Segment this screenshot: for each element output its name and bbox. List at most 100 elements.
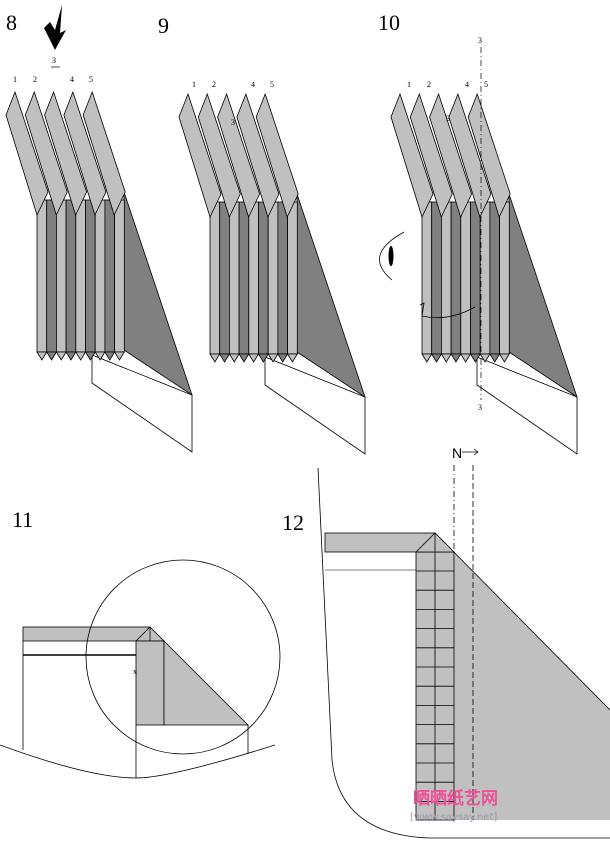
pleat-strip bbox=[56, 199, 67, 353]
base-panel bbox=[476, 356, 578, 455]
pleat-edge bbox=[228, 353, 240, 363]
pleat-strip bbox=[104, 199, 116, 353]
arrow-right-icon bbox=[462, 448, 479, 456]
pleat-label: 5 bbox=[89, 75, 93, 84]
arrow-label: 3 bbox=[52, 56, 56, 65]
pleat-label: 2 bbox=[427, 80, 431, 89]
step-number-11: 11 bbox=[12, 507, 33, 532]
pleat-flap bbox=[429, 92, 473, 219]
pleat-strip bbox=[267, 201, 279, 355]
pleat-strip bbox=[114, 199, 125, 353]
pleat-flap bbox=[236, 92, 280, 219]
turn-symbol: N bbox=[452, 445, 462, 461]
pleat-strip bbox=[36, 199, 48, 353]
pleat-strip bbox=[460, 201, 471, 355]
pleat-strip bbox=[248, 201, 259, 355]
pleat-edge bbox=[113, 351, 126, 361]
inner-pleat-label: 3 bbox=[231, 118, 235, 127]
pleat-strip bbox=[65, 199, 77, 353]
reference-mark: x bbox=[133, 667, 137, 676]
pleat-edge bbox=[218, 353, 231, 363]
pleat-edge bbox=[489, 353, 501, 363]
pleat-flap bbox=[24, 90, 68, 217]
pleat-strip bbox=[287, 201, 298, 355]
pleat-strip bbox=[238, 201, 250, 355]
pleat-strip bbox=[431, 201, 442, 355]
turn-over-arrow-icon bbox=[419, 302, 476, 319]
pleat-edge bbox=[55, 351, 67, 361]
pleat-strip bbox=[209, 201, 221, 355]
step-11 bbox=[0, 559, 281, 779]
pleat-edge bbox=[440, 353, 452, 363]
axis-label-bottom: 3 bbox=[478, 403, 482, 412]
pleat-label: 5 bbox=[484, 80, 488, 89]
pleat-edge bbox=[75, 351, 87, 361]
pleat-edge bbox=[479, 353, 491, 363]
base-panel bbox=[264, 356, 366, 455]
pleat-edge bbox=[498, 353, 511, 363]
pleat-strip bbox=[85, 199, 96, 353]
pleat-strip bbox=[94, 199, 106, 353]
pleat-label: 2 bbox=[33, 75, 37, 84]
step-10 bbox=[390, 92, 578, 455]
pleat-edge bbox=[421, 353, 433, 363]
push-arrow-icon bbox=[44, 5, 66, 50]
pleat-strip bbox=[258, 201, 269, 355]
pleat-label: 1 bbox=[192, 80, 196, 89]
pleat-strip bbox=[219, 201, 230, 355]
pleat-edge bbox=[267, 353, 279, 363]
pleat-edge bbox=[286, 353, 299, 363]
step-number-12: 12 bbox=[282, 510, 304, 535]
pleat-edge bbox=[84, 351, 96, 361]
pleat-flap bbox=[5, 90, 49, 217]
pleat-strip bbox=[499, 201, 510, 355]
step-number-10: 10 bbox=[378, 10, 400, 35]
watermark-url: [www.saysay.net] bbox=[410, 812, 497, 823]
pleat-flap bbox=[44, 90, 88, 217]
step-9 bbox=[178, 92, 366, 455]
tail-panel bbox=[296, 193, 366, 398]
pleat-flap bbox=[467, 92, 511, 219]
pleat-flap bbox=[178, 92, 222, 219]
pleat-strip bbox=[479, 201, 491, 355]
pleat-label: 4 bbox=[251, 80, 255, 89]
tail-panel bbox=[123, 191, 193, 396]
pleat-label: 4 bbox=[70, 75, 74, 84]
base-panel bbox=[91, 354, 193, 453]
pleat-label: 1 bbox=[407, 80, 411, 89]
pleat-edge bbox=[430, 353, 443, 363]
pleat-strip bbox=[75, 199, 86, 353]
pleat-edge bbox=[248, 353, 260, 363]
pleat-label: 4 bbox=[465, 80, 469, 89]
pleat-label: 5 bbox=[270, 80, 274, 89]
pleat-strip bbox=[46, 199, 57, 353]
pleat-edge bbox=[94, 351, 106, 361]
pleat-flap bbox=[197, 92, 241, 219]
pleat-flap bbox=[217, 92, 261, 219]
pleat-strip bbox=[229, 201, 240, 355]
pleat-edge bbox=[257, 353, 269, 363]
step-number-8: 8 bbox=[6, 10, 17, 35]
pleat-edge bbox=[36, 351, 48, 361]
step-12 bbox=[317, 465, 610, 839]
eye-icon bbox=[379, 231, 405, 281]
pleat-edge bbox=[45, 351, 58, 361]
pleat-edge bbox=[469, 353, 481, 363]
watermark-brand: 晒晒纸艺网 bbox=[413, 788, 498, 809]
pleat-flap bbox=[255, 92, 299, 219]
pleat-edge bbox=[277, 353, 289, 363]
pleat-strip bbox=[489, 201, 501, 355]
pleat-strip bbox=[277, 201, 289, 355]
pleat-flap bbox=[63, 90, 107, 217]
step-number-9: 9 bbox=[158, 13, 169, 38]
pleat-edge bbox=[65, 351, 77, 361]
pleat-edge bbox=[104, 351, 116, 361]
pleat-flap bbox=[409, 92, 453, 219]
pleat-strip bbox=[441, 201, 452, 355]
pleat-edge bbox=[209, 353, 221, 363]
pleat-label: 1 bbox=[13, 75, 17, 84]
pleat-flap bbox=[390, 92, 434, 219]
pleat-flap bbox=[82, 90, 126, 217]
